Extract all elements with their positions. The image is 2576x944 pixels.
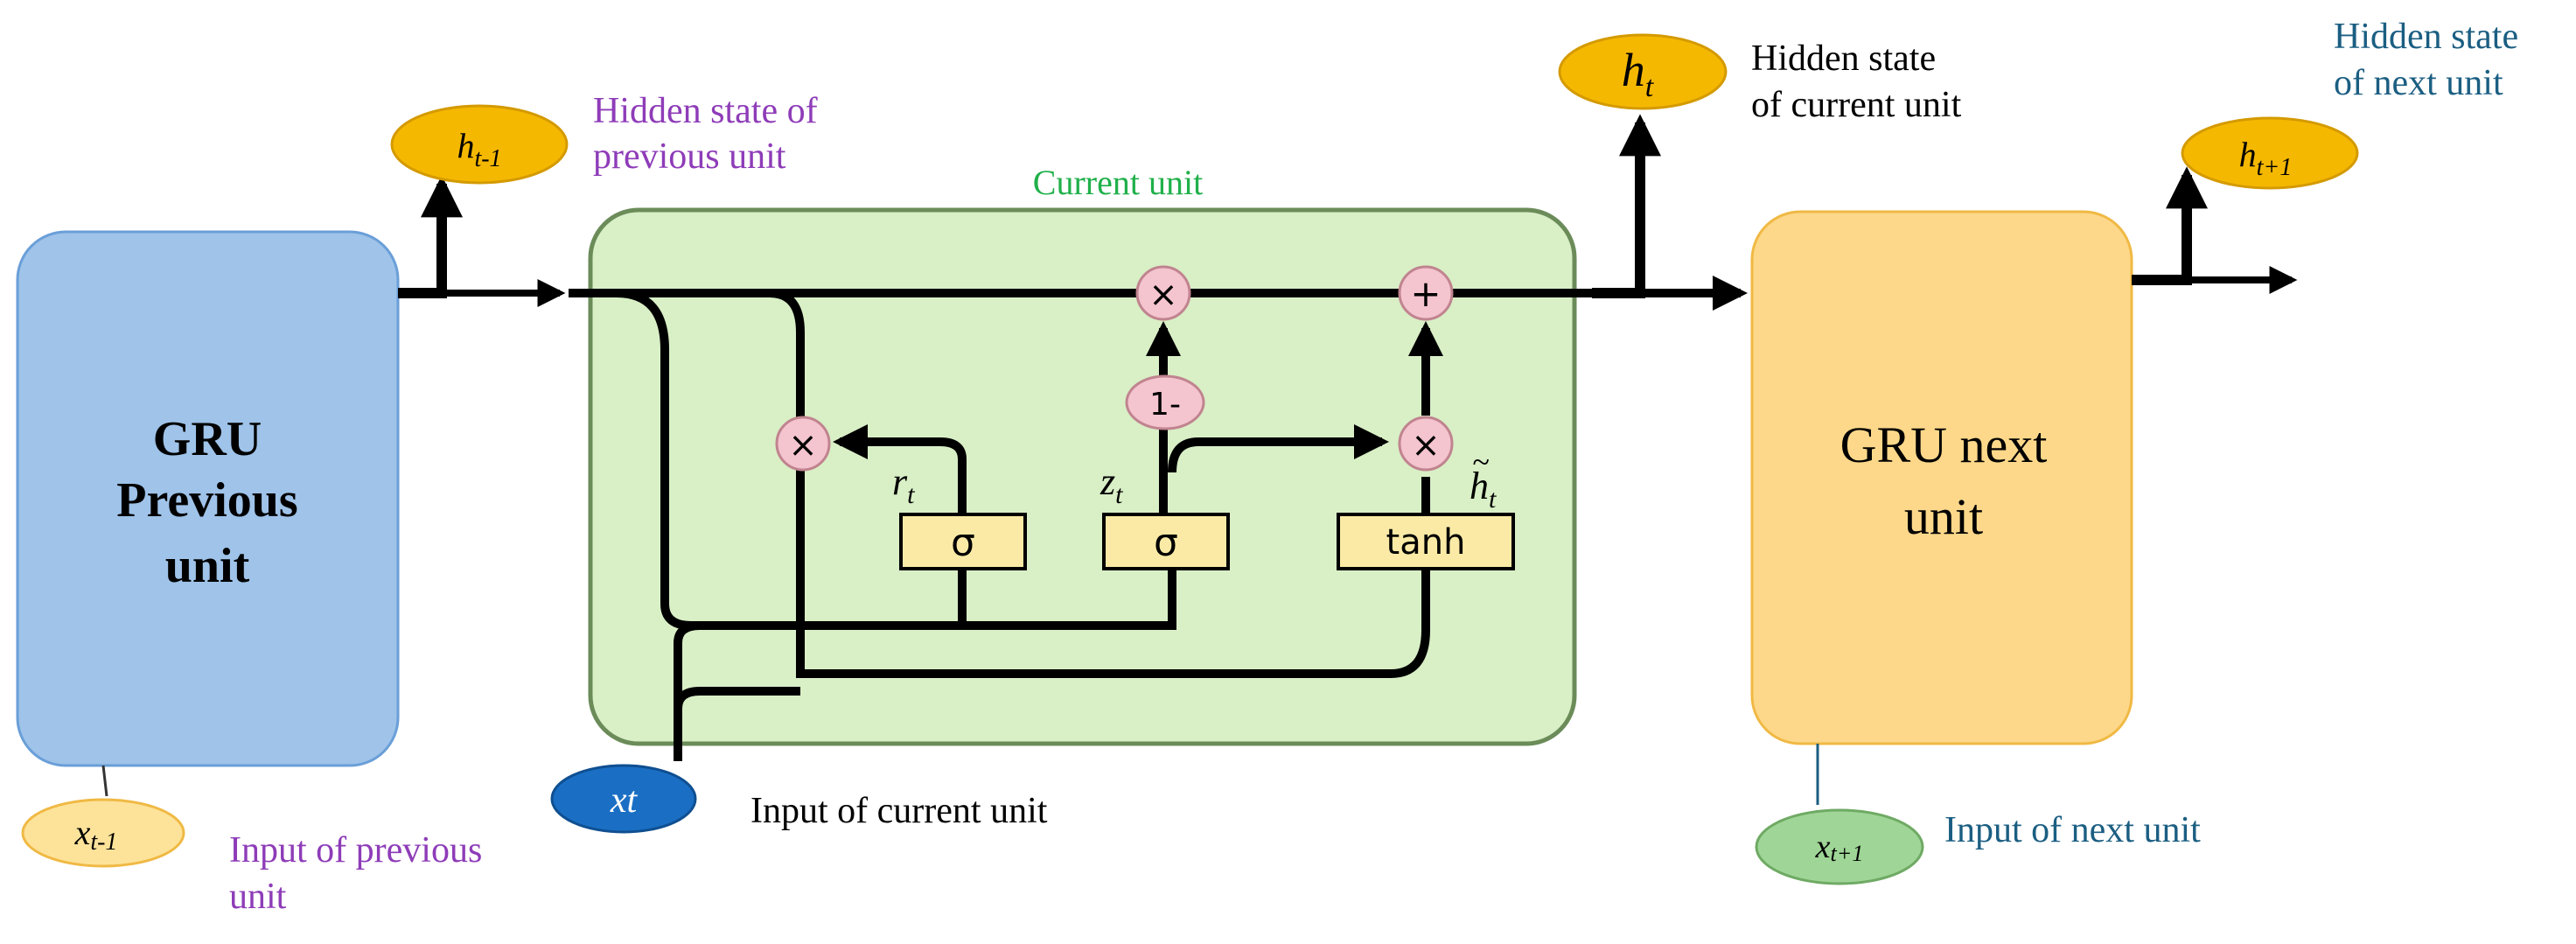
update-gate-name: zt bbox=[1100, 460, 1123, 509]
current-input-oval bbox=[550, 764, 697, 834]
prev-hidden-label-line2: previous unit bbox=[593, 136, 786, 177]
reset-gate-box bbox=[899, 513, 1027, 570]
plus-op bbox=[1398, 265, 1454, 321]
h-prev-branch-reset-mult bbox=[769, 289, 1430, 678]
current-hidden-up-arrow bbox=[1592, 114, 1661, 298]
current-input-oval-label: xt bbox=[610, 780, 639, 821]
next-hidden-label-line2: of next unit bbox=[2334, 63, 2503, 103]
candidate-gate-symbol: tanh bbox=[1386, 522, 1466, 563]
next-unit-title-line1: GRU next bbox=[1840, 416, 2048, 473]
next-unit-title-line2: unit bbox=[1904, 488, 1983, 545]
multiply-op-top-symbol: × bbox=[1148, 275, 1178, 315]
prev-input-oval bbox=[21, 798, 185, 868]
prev-input-label-line1: Input of previous bbox=[229, 830, 482, 871]
next-input-label: Input of next unit bbox=[1944, 810, 2201, 850]
current-hidden-oval-label: ht bbox=[1622, 44, 1655, 103]
reset-to-mult-arrow bbox=[833, 424, 967, 516]
prev-unit-box bbox=[16, 230, 400, 767]
prev-input-oval-label: xt-1 bbox=[74, 813, 118, 856]
reset-gate-symbol: σ bbox=[951, 521, 975, 565]
update-to-right-mult-arrow bbox=[1168, 424, 1389, 473]
prev-hidden-label-line1: Hidden state of bbox=[593, 91, 818, 131]
current-unit-cell bbox=[588, 207, 1577, 746]
one-minus-op bbox=[1125, 374, 1205, 430]
reset-gate-name: rt bbox=[892, 460, 915, 509]
prev-hidden-oval-label: ht-1 bbox=[457, 126, 501, 172]
candidate-gate-accent: ~ bbox=[1472, 444, 1489, 479]
candidate-gate-name: ht bbox=[1470, 465, 1497, 514]
multiply-op-reset bbox=[775, 416, 831, 472]
multiply-op-right-symbol: × bbox=[1411, 425, 1441, 465]
update-gate-symbol: σ bbox=[1154, 521, 1178, 565]
current-hidden-oval bbox=[1558, 33, 1728, 110]
prev-hidden-oval bbox=[390, 104, 569, 185]
prev-input-label-line2: unit bbox=[229, 877, 287, 917]
prev-hidden-up-arrow bbox=[398, 175, 463, 298]
current-unit-title: Current unit bbox=[1033, 163, 1203, 202]
current-hidden-label-line1: Hidden state bbox=[1751, 38, 1936, 79]
one-minus-op-symbol: 1- bbox=[1149, 387, 1181, 423]
prev-unit-title-line2: Previous bbox=[116, 473, 297, 528]
next-hidden-label-line1: Hidden state bbox=[2334, 17, 2518, 57]
next-hidden-oval-label: ht+1 bbox=[2239, 135, 2293, 181]
current-input-label: Input of current unit bbox=[750, 791, 1048, 831]
prev-unit-title-line3: unit bbox=[165, 539, 250, 593]
multiply-op-reset-symbol: × bbox=[788, 425, 818, 465]
multiply-op-top bbox=[1135, 265, 1191, 321]
current-hidden-label-line2: of current unit bbox=[1751, 85, 1962, 125]
prev-input-connector bbox=[101, 765, 108, 797]
prev-unit-title-line1: GRU bbox=[153, 412, 262, 466]
next-hidden-up-arrow bbox=[2132, 166, 2208, 285]
next-input-oval bbox=[1755, 808, 1924, 885]
update-gate-box bbox=[1102, 513, 1230, 570]
multiply-op-right bbox=[1398, 416, 1454, 472]
next-input-oval-label: xt+1 bbox=[1815, 829, 1864, 866]
plus-op-symbol: + bbox=[1410, 272, 1441, 315]
next-hidden-oval bbox=[2181, 116, 2359, 190]
next-unit-box bbox=[1750, 210, 2133, 745]
input-trunk bbox=[674, 621, 800, 761]
candidate-gate-box bbox=[1337, 513, 1515, 570]
